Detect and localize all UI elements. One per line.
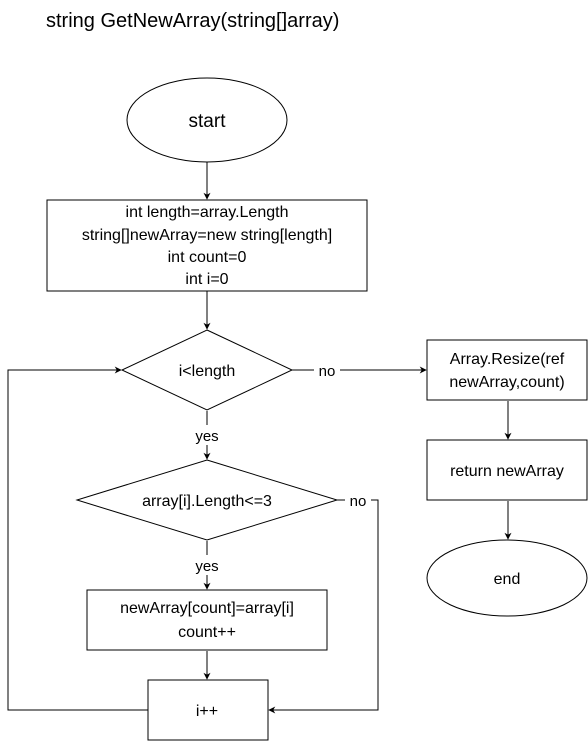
edge-increment-back-to-loop [7, 366, 148, 711]
end-label: end [494, 571, 521, 588]
resize-line-1: Array.Resize(ref [450, 351, 565, 368]
return-box [426, 439, 588, 501]
filter-no-label: no [350, 493, 367, 510]
init-line-1: int length=array.Length [126, 204, 289, 221]
loop-yes-label-bg [190, 425, 224, 445]
increment-box [147, 679, 269, 741]
init-process-box [46, 199, 368, 292]
loop-yes-label: yes [195, 428, 218, 445]
filter-no-label-bg [345, 491, 371, 509]
loop-no-label-bg [314, 361, 340, 379]
resize-line-2: newArray,count) [449, 374, 564, 391]
filter-condition-diamond [75, 459, 339, 541]
loop-condition-label: i<length [179, 363, 236, 380]
init-line-2: string[]newArray=new string[length] [82, 227, 332, 244]
loop-condition-diamond [120, 329, 294, 411]
assign-line-1: newArray[count]=array[i] [120, 600, 294, 617]
filter-condition-label: array[i].Length<=3 [142, 493, 272, 510]
start-label: start [189, 111, 227, 132]
start-node [126, 77, 288, 163]
init-line-4: int i=0 [185, 271, 228, 288]
return-label: return newArray [450, 463, 564, 480]
loop-no-label: no [319, 363, 336, 380]
filter-yes-label: yes [195, 558, 218, 575]
increment-label: i++ [196, 703, 218, 720]
end-node [426, 539, 588, 617]
init-line-3: int count=0 [168, 249, 247, 266]
assign-line-2: count++ [178, 624, 236, 641]
diagram-title: string GetNewArray(string[]array) [46, 10, 339, 32]
assign-process-box [86, 589, 328, 651]
resize-box [426, 339, 588, 401]
filter-yes-label-bg [190, 555, 224, 575]
